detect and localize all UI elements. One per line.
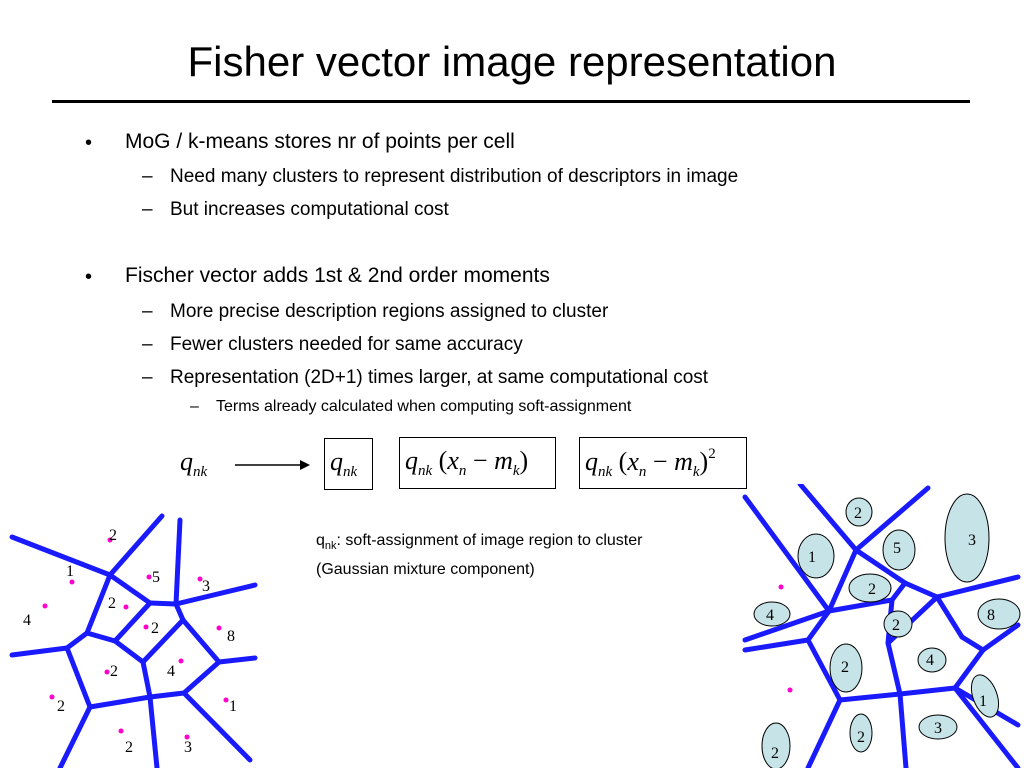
arrow-icon	[235, 460, 310, 470]
bullet-marker: •	[85, 132, 93, 154]
right-label: 2	[771, 745, 779, 762]
right-label: 2	[854, 505, 862, 522]
right-label: 3	[934, 720, 942, 737]
left-voronoi-diagram: 2 1 5 3 4 2 2 8 2 4 2 1 2 3	[9, 513, 258, 768]
dash-marker: –	[142, 301, 153, 322]
left-label: 1	[229, 698, 237, 715]
bullet-marker: •	[85, 266, 93, 288]
dash-marker: –	[190, 398, 199, 415]
right-voronoi-diagram: 2 3 1 5 2 4 8 2 4 2 1 2 3 2	[742, 484, 1021, 768]
left-label: 5	[152, 569, 160, 586]
formula-term-2: qnk (xn − mk)	[405, 446, 529, 480]
right-label: 2	[841, 659, 849, 676]
left-label: 1	[66, 563, 74, 580]
bullet-2: Fischer vector adds 1st & 2nd order mome…	[125, 264, 550, 287]
right-label: 8	[987, 607, 995, 624]
bullet-1-sub-2: But increases computational cost	[170, 199, 449, 220]
formula-box-2	[399, 437, 556, 489]
dash-marker: –	[142, 199, 153, 220]
right-label: 2	[868, 581, 876, 598]
left-label: 2	[125, 739, 133, 756]
formula-qnk: qnk	[180, 447, 208, 481]
bullet-2-sub-3: Representation (2D+1) times larger, at s…	[170, 367, 709, 388]
formula-box-1	[324, 438, 373, 490]
left-label: 8	[227, 628, 235, 645]
right-label: 4	[926, 652, 934, 669]
formula-term-1: qnk	[330, 447, 358, 481]
right-label: 1	[808, 549, 816, 566]
right-label: 4	[766, 607, 774, 624]
left-label: 2	[108, 595, 116, 612]
right-label: 2	[892, 617, 900, 634]
bullet-2-subsub-1: Terms already calculated when computing …	[216, 398, 632, 415]
dash-marker: –	[142, 166, 153, 187]
left-label: 3	[184, 739, 192, 756]
right-label: 2	[857, 729, 865, 746]
bullet-2-sub-1: More precise description regions assigne…	[170, 301, 609, 322]
dash-marker: –	[142, 367, 153, 388]
left-label: 2	[57, 698, 65, 715]
formula-box-3	[579, 437, 747, 489]
left-label: 4	[167, 663, 175, 680]
title-rule	[52, 100, 970, 103]
left-label: 4	[23, 612, 31, 629]
left-label: 2	[151, 620, 159, 637]
left-label: 3	[202, 578, 210, 595]
left-label: 2	[110, 663, 118, 680]
bullet-list: • MoG / k-means stores nr of points per …	[85, 130, 739, 415]
left-label: 2	[109, 527, 117, 544]
bullet-1: MoG / k-means stores nr of points per ce…	[125, 130, 515, 153]
slide-title: Fisher vector image representation	[187, 38, 837, 85]
bullet-2-sub-2: Fewer clusters needed for same accuracy	[170, 334, 523, 355]
right-label: 1	[979, 693, 987, 710]
right-label: 5	[893, 540, 901, 557]
caption: qnk: soft-assignment of image region to …	[316, 532, 643, 579]
bullet-1-sub-1: Need many clusters to represent distribu…	[170, 166, 739, 187]
dash-marker: –	[142, 334, 153, 355]
formula-term-3: qnk (xn − mk)2	[585, 446, 716, 481]
right-label: 3	[968, 532, 976, 549]
